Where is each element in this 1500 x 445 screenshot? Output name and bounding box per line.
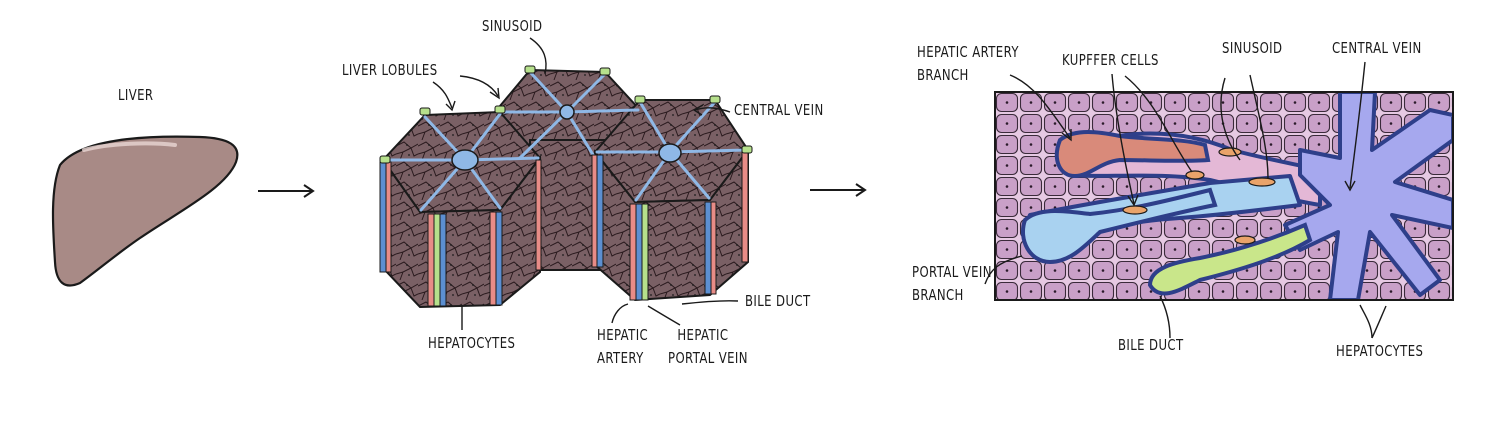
magnified-lobule-section xyxy=(995,92,1453,300)
magnified-section-frame xyxy=(994,91,1454,301)
label-sinusoid: SINUSOID xyxy=(482,17,543,35)
label-portal-vein-branch: PORTAL VEIN BRANCH xyxy=(912,264,992,304)
label-hepatic-portal-vein-line2: PORTAL VEIN xyxy=(668,349,748,367)
label-hepatocytes: HEPATOCYTES xyxy=(428,334,516,352)
liver-organ xyxy=(51,135,239,287)
label-central-vein: CENTRAL VEIN xyxy=(734,101,824,119)
label-hepatic-artery: HEPATIC ARTERY xyxy=(597,327,648,367)
label-liver-lobules: LIVER LOBULES xyxy=(342,61,438,79)
right-arrow-icon xyxy=(810,183,867,197)
section-annotation-lines xyxy=(984,61,1387,339)
label-hepatic-portal-vein-line1: HEPATIC xyxy=(677,326,729,344)
label-kupffer-cells: KUPFFER CELLS xyxy=(1062,51,1159,69)
label-hepatocytes-section: HEPATOCYTES xyxy=(1336,342,1424,360)
label-bile-duct-section: BILE DUCT xyxy=(1118,336,1184,354)
right-arrow-icon xyxy=(258,184,315,198)
label-hepatic-artery-branch: HEPATIC ARTERY BRANCH xyxy=(917,44,1019,84)
label-central-vein-section: CENTRAL VEIN xyxy=(1332,39,1422,57)
label-portal-vein-branch-line2: BRANCH xyxy=(912,286,964,304)
label-liver: LIVER xyxy=(118,86,154,104)
label-sinusoid-section: SINUSOID xyxy=(1222,39,1283,57)
label-hepatic-artery-line2: ARTERY xyxy=(597,349,644,367)
label-hepatic-artery-branch-line1: HEPATIC ARTERY xyxy=(917,43,1019,61)
lobule-annotation-lines xyxy=(432,37,739,330)
label-bile-duct: BILE DUCT xyxy=(745,292,811,310)
label-hepatic-portal-vein: HEPATIC PORTAL VEIN xyxy=(668,327,748,367)
label-hepatic-artery-branch-line2: BRANCH xyxy=(917,66,969,84)
label-portal-vein-branch-line1: PORTAL VEIN xyxy=(912,263,992,281)
label-hepatic-artery-line1: HEPATIC xyxy=(597,326,649,344)
liver-lobules-illustration xyxy=(379,65,753,309)
